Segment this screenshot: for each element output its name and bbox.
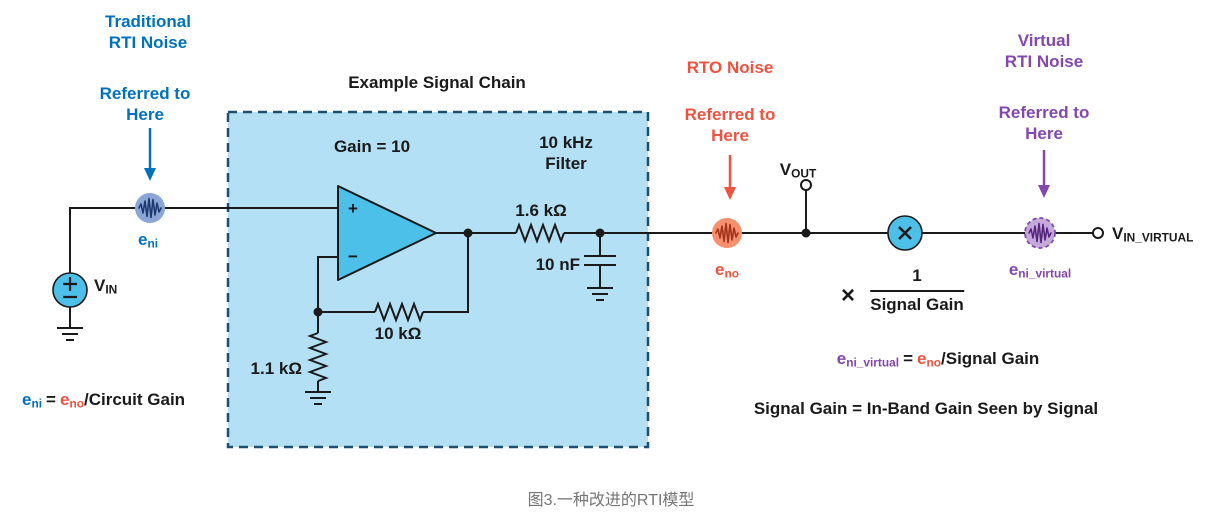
eni-node-label: eni: [137, 230, 159, 251]
multiplier-block: [887, 215, 923, 251]
figure-caption: 图3.一种改进的RTI模型: [527, 492, 695, 509]
opamp-triangle: [337, 185, 437, 281]
noise-burst-icon: [1028, 222, 1052, 244]
gain-label: Gain = 10: [333, 137, 411, 156]
vin-virtual-node-label: VIN_VIRTUAL: [1112, 224, 1194, 245]
fraction-denominator: Signal Gain: [870, 294, 964, 314]
junction-dot: [313, 307, 323, 317]
plus-minus-icon: [63, 277, 77, 299]
vin-node-label: VIN: [94, 276, 118, 297]
eno-noise-source: [712, 218, 742, 248]
rto-noise-title: RTO Noise: [686, 58, 774, 77]
traditional-rti-title: Traditional RTI Noise: [105, 12, 191, 52]
rto-arrow: [724, 155, 736, 200]
junction-dot: [595, 228, 605, 238]
eni-virtual-noise-source: [1024, 217, 1056, 249]
signal-gain-definition: Signal Gain = In-Band Gain Seen by Signa…: [753, 399, 1099, 418]
virtual-rti-title: Virtual RTI Noise: [1004, 31, 1084, 71]
junction-dot: [463, 228, 473, 238]
traditional-rti-arrow: [144, 128, 156, 181]
filter-cap-label: 10 nF: [535, 255, 580, 274]
capacitor-symbol: [584, 255, 616, 266]
ground-symbol-vin: [57, 327, 83, 341]
gain-resistor-label: 1.1 kΩ: [250, 359, 302, 378]
fraction-numerator: 1: [870, 266, 964, 292]
feedback-resistor-symbol: [374, 301, 424, 323]
rti-equation: eni=eno/Circuit Gain: [22, 390, 186, 411]
signal-gain-fraction: 1 Signal Gain: [870, 266, 964, 315]
noise-burst-icon: [715, 222, 739, 244]
vout-terminal: [800, 179, 812, 191]
vin-voltage-source: [52, 272, 88, 308]
series-resistor-symbol: [515, 222, 565, 244]
virtual-referred-label: Referred to Here: [998, 103, 1090, 143]
noise-burst-icon: [138, 197, 162, 219]
virtual-rti-equation: eni_virtual=eno/Signal Gain: [836, 349, 1040, 370]
virtual-rti-arrow: [1038, 150, 1050, 198]
vin-virtual-terminal: [1092, 227, 1104, 239]
opamp-minus-input: −: [348, 247, 358, 266]
signal-chain-box: [226, 110, 650, 449]
feedback-resistor-label: 10 kΩ: [374, 324, 422, 343]
junction-dot: [801, 228, 811, 238]
multiply-icon: [898, 226, 912, 240]
ground-symbol-capacitor: [587, 287, 613, 301]
traditional-referred-label: Referred to Here: [99, 84, 191, 124]
rto-referred-label: Referred to Here: [684, 105, 776, 145]
vout-node-label: VOUT: [779, 160, 817, 181]
ground-symbol-gain-resistor: [305, 391, 331, 405]
opamp-plus-input: +: [348, 199, 358, 218]
series-resistor-label: 1.6 kΩ: [515, 201, 567, 220]
eni-noise-source: [135, 193, 165, 223]
eno-node-label: eno: [715, 260, 739, 281]
times-symbol: ×: [840, 282, 856, 309]
filter-label: 10 kHz Filter: [539, 133, 593, 173]
eni-virtual-node-label: eni_virtual: [1008, 260, 1072, 281]
gain-resistor-symbol: [307, 332, 329, 382]
signal-chain-title: Example Signal Chain: [348, 73, 526, 92]
